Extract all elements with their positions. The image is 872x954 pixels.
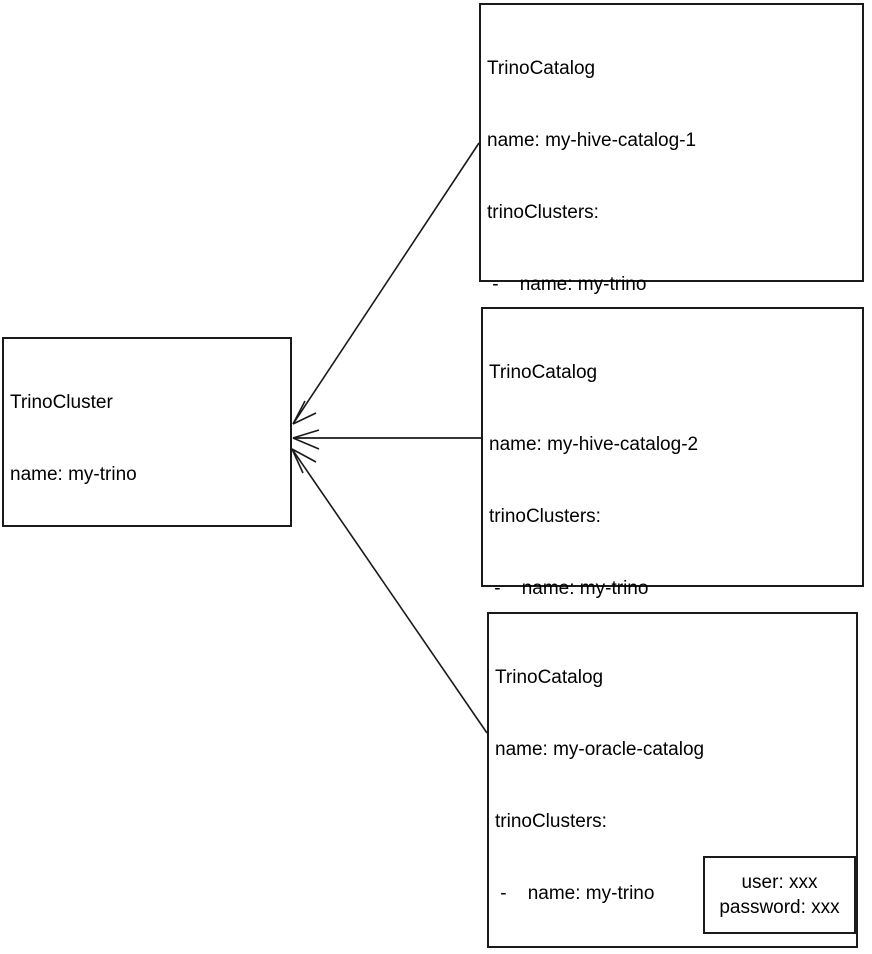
yaml-line: trinoClusters: bbox=[489, 506, 601, 527]
node-trino-catalog-hive-2[interactable]: TrinoCatalog name: my-hive-catalog-2 tri… bbox=[481, 307, 864, 887]
node-trino-cluster[interactable]: TrinoCluster name: my-trino bbox=[2, 337, 292, 527]
yaml-line: name: my-hive-catalog-1 bbox=[487, 130, 697, 151]
yaml-line: TrinoCatalog bbox=[495, 667, 604, 688]
edge-oracle-catalog-to-cluster bbox=[291, 448, 488, 734]
node-oracle-credentials-secret[interactable]: user: xxx password: xxx bbox=[703, 856, 856, 934]
yaml-line: - name: my-trino bbox=[489, 578, 649, 599]
yaml-line: TrinoCluster bbox=[10, 392, 113, 413]
edge-hive-catalog-1-to-cluster bbox=[292, 142, 480, 425]
secret-contents: user: xxx password: xxx bbox=[705, 870, 854, 920]
secret-password-line: password: xxx bbox=[719, 897, 840, 918]
yaml-line: name: my-hive-catalog-2 bbox=[489, 434, 699, 455]
yaml-line: name: my-trino bbox=[10, 464, 137, 485]
yaml-line: name: my-oracle-catalog bbox=[495, 739, 705, 760]
edge-hive-catalog-2-to-cluster bbox=[292, 429, 481, 450]
yaml-line: TrinoCatalog bbox=[489, 362, 598, 383]
yaml-line: - name: my-trino bbox=[487, 274, 647, 295]
node-trino-catalog-oracle[interactable]: TrinoCatalog name: my-oracle-catalog tri… bbox=[487, 612, 858, 948]
node-trino-catalog-hive-1[interactable]: TrinoCatalog name: my-hive-catalog-1 tri… bbox=[479, 3, 864, 655]
yaml-line: - name: my-trino bbox=[495, 883, 655, 904]
yaml-line: TrinoCatalog bbox=[487, 58, 596, 79]
yaml-line: trinoClusters: bbox=[487, 202, 599, 223]
trino-cluster-yaml: TrinoCluster name: my-trino bbox=[10, 343, 286, 535]
secret-user-line: user: xxx bbox=[741, 872, 818, 893]
catalog-oracle-yaml: TrinoCatalog name: my-oracle-catalog tri… bbox=[495, 618, 852, 954]
yaml-line: trinoClusters: bbox=[495, 811, 607, 832]
